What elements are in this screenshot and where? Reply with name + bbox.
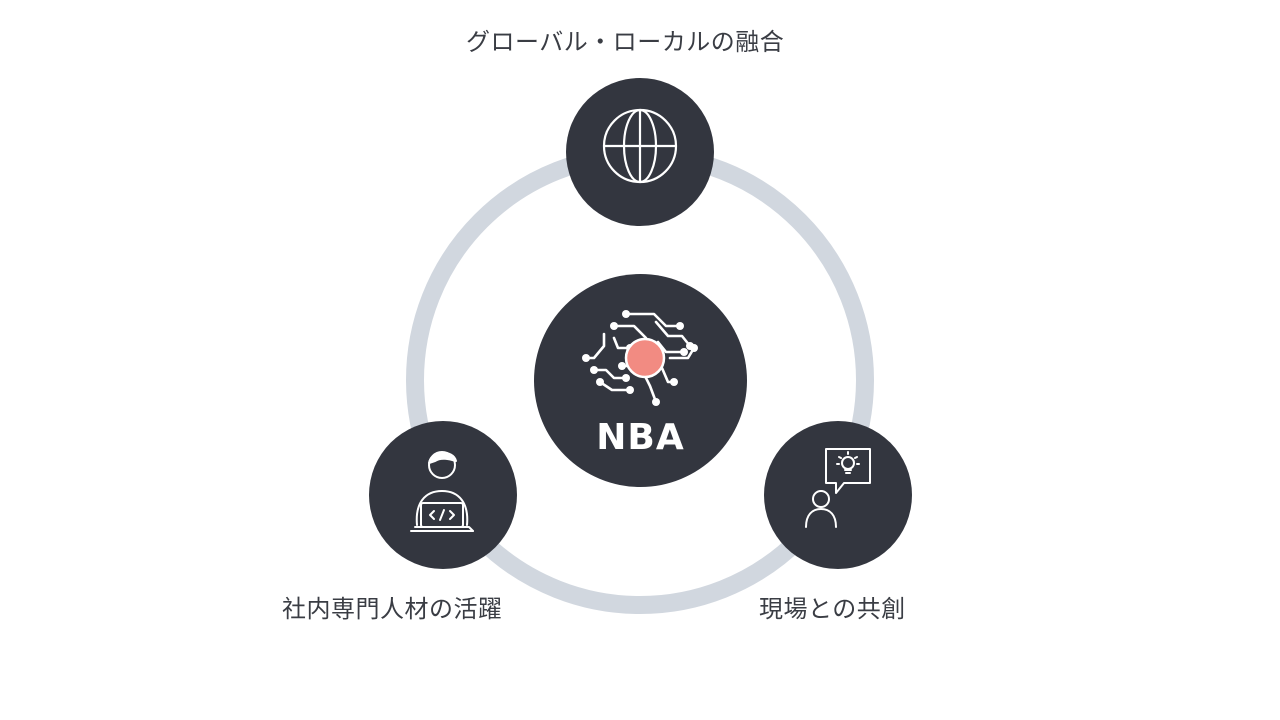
field-cocreation-node [764,421,912,569]
brain-core-dot [624,337,666,379]
internal-experts-node [369,421,517,569]
right-node-label: 現場との共創 [759,595,906,623]
brain-circuit-icon [582,310,698,406]
top-node-label: グローバル・ローカルの融合 [466,28,785,56]
person-idea-icon [805,448,871,528]
globe-icon [602,108,678,184]
global-local-node [566,78,714,226]
center-label: NBA [596,417,685,458]
nba-center-node: NBA [534,274,747,487]
developer-laptop-icon [410,451,474,532]
left-node-label: 社内専門人材の活躍 [282,595,503,623]
